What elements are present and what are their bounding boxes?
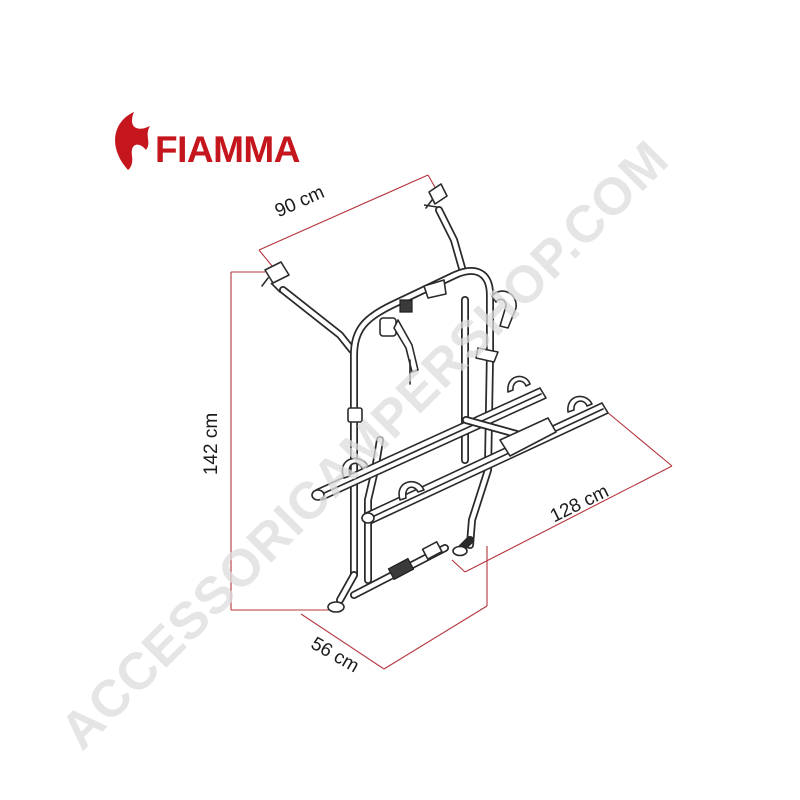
- dim-line-128: [464, 465, 673, 573]
- brand-logo: FIAMMA: [115, 112, 300, 170]
- wheel-strap-3: [341, 457, 369, 479]
- brand-name: FIAMMA: [155, 129, 300, 170]
- bike-carrier-rack-icon: [261, 183, 609, 613]
- watermark: ACCESSORICAMPERSHOP.COM: [49, 130, 680, 761]
- dim-label-length: 128 cm: [547, 481, 612, 527]
- dim-label-depth: 56 cm: [307, 633, 362, 677]
- lower-clamp: [387, 557, 415, 581]
- dim-line-56: [300, 613, 385, 670]
- dim-ext-128-bottom: [451, 559, 466, 573]
- dim-ext-128-top: [606, 411, 673, 467]
- dim-label-height: 142 cm: [201, 413, 222, 475]
- wheel-strap-1: [507, 375, 531, 393]
- dimension-lines: [230, 174, 673, 670]
- wheel-strap-2: [567, 395, 593, 413]
- dim-line-90: [258, 174, 429, 251]
- frame-holder-right: [475, 290, 517, 363]
- frame-holder-left: [379, 299, 419, 385]
- mid-clamp: [347, 407, 363, 423]
- foot-pad-right: [452, 545, 468, 557]
- flame-icon: [115, 112, 150, 170]
- dim-ext-56-right: [383, 605, 488, 670]
- dim-label-width: 90 cm: [272, 182, 328, 222]
- wheel-strap-4: [398, 480, 425, 501]
- foot-pad-left: [327, 601, 345, 613]
